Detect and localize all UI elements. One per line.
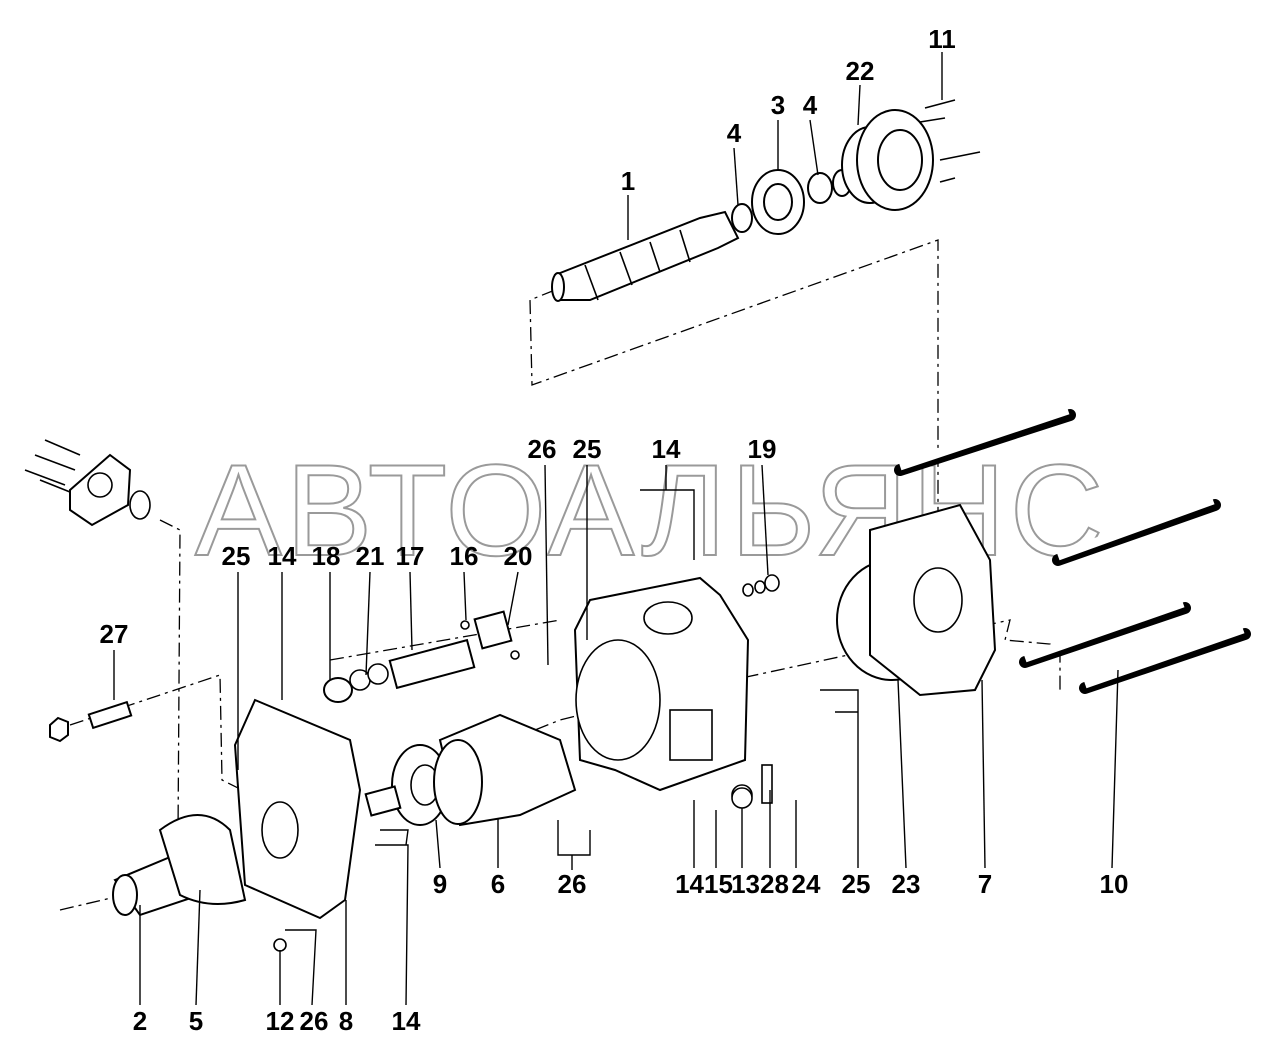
callout-4b: 4 <box>803 90 818 120</box>
callout-26a: 26 <box>528 434 557 464</box>
callout-20: 20 <box>504 541 533 571</box>
callout-13-28: 1328 <box>731 869 789 899</box>
shaft <box>551 210 740 302</box>
rear-housing <box>233 698 362 952</box>
valve-plate <box>364 744 449 826</box>
callout-10: 10 <box>1100 869 1129 899</box>
callout-16: 16 <box>450 541 479 571</box>
callout-6: 6 <box>491 869 505 899</box>
callout-12: 12 <box>266 1006 295 1036</box>
leader-lines <box>113 52 1119 1006</box>
callout-27: 27 <box>100 619 129 649</box>
callout-labels: 1 2 3 4 4 5 6 7 8 9 10 11 12 14 14 14 14… <box>100 24 1129 1036</box>
servo-piston <box>323 638 476 703</box>
callout-23: 23 <box>892 869 921 899</box>
callout-22: 22 <box>846 56 875 86</box>
fitting-19 <box>742 574 780 597</box>
callout-24: 24 <box>792 869 821 899</box>
callout-11: 11 <box>928 24 956 54</box>
control-block <box>460 610 520 660</box>
callout-14b: 14 <box>652 434 681 464</box>
callout-19: 19 <box>748 434 777 464</box>
front-cover <box>841 99 981 211</box>
callout-25b: 25 <box>573 434 602 464</box>
callout-9: 9 <box>433 869 447 899</box>
swash-plate <box>158 814 247 905</box>
callout-17: 17 <box>396 541 425 571</box>
main-housing <box>573 576 753 806</box>
callout-21: 21 <box>356 541 385 571</box>
callout-25c: 25 <box>842 869 871 899</box>
plug-13 <box>731 764 773 809</box>
callout-8: 8 <box>339 1006 353 1036</box>
callout-14-15: 1415 <box>675 869 733 899</box>
callout-1: 1 <box>621 166 635 196</box>
callout-14a: 14 <box>268 541 297 571</box>
callout-26c: 26 <box>300 1006 329 1036</box>
callout-25a: 25 <box>222 541 251 571</box>
callout-7: 7 <box>978 869 992 899</box>
callout-14c: 14 <box>392 1006 421 1036</box>
end-cover <box>869 503 997 697</box>
callout-18: 18 <box>312 541 341 571</box>
callout-4a: 4 <box>727 118 742 148</box>
through-bolts <box>894 405 1251 694</box>
port-flange <box>24 439 151 527</box>
callout-26b: 26 <box>558 869 587 899</box>
plug <box>49 700 133 743</box>
rings-and-bearing <box>731 169 852 235</box>
cylinder-block <box>433 713 577 827</box>
callout-3: 3 <box>771 90 785 120</box>
callout-2: 2 <box>133 1006 147 1036</box>
callout-5: 5 <box>189 1006 203 1036</box>
